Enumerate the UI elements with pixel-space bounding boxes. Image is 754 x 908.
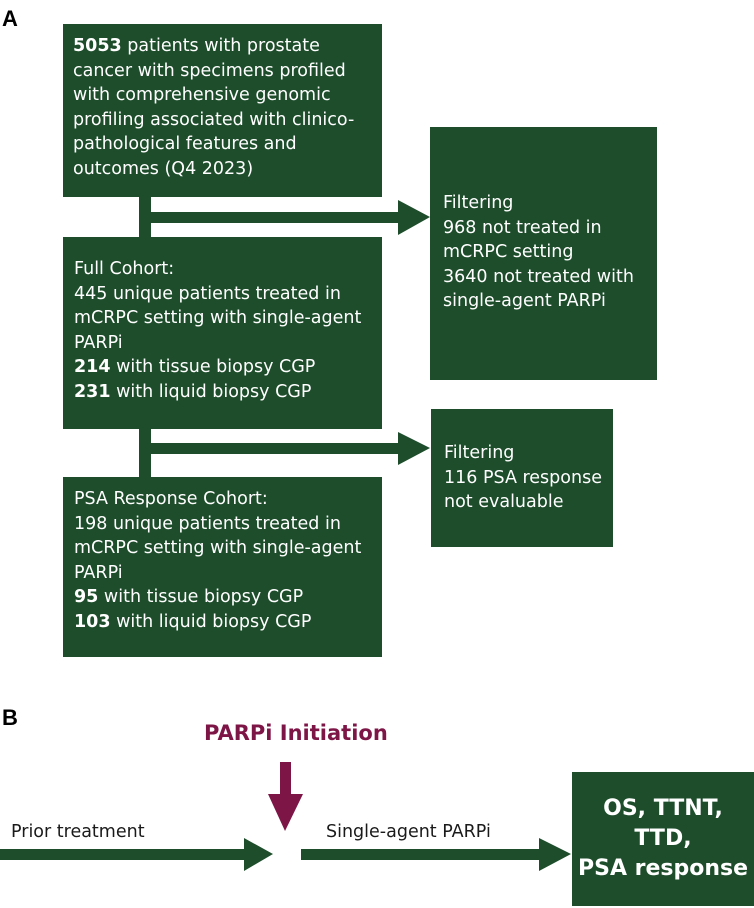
top-cohort-line-2: cancer with specimens profiled (73, 60, 346, 81)
filter-1-line-1: Filtering (443, 193, 514, 213)
filter-2-line-1: Filtering (444, 443, 515, 463)
outcomes-line-1: OS, TTNT, TTD, (603, 796, 723, 851)
initiation-arrow-head (268, 794, 303, 831)
psa-cohort-line-3: mCRPC setting with single-agent (74, 538, 362, 558)
full-cohort-tissue-line: 214 with tissue biopsy CGP (74, 357, 316, 377)
top-cohort-line-1: 5053 patients with prostate (73, 36, 320, 56)
full-cohort-liquid-line: 231 with liquid biopsy CGP (74, 381, 312, 402)
psa-cohort-line-2: 198 unique patients treated in (74, 513, 341, 534)
prior-arrow-shaft (0, 849, 245, 860)
full-cohort-line-2: 445 unique patients treated in (74, 283, 341, 304)
single-agent-arrow-head (539, 838, 571, 871)
psa-cohort-tissue-count: 95 (74, 587, 99, 607)
arrow-shaft-2 (151, 443, 399, 454)
psa-cohort-line-1: PSA Response Cohort: (74, 489, 268, 509)
full-cohort-line-3: mCRPC setting with single-agent (74, 308, 362, 328)
arrow-head-1 (398, 200, 430, 235)
arrow-head-2 (398, 432, 430, 465)
psa-cohort-box: PSA Response Cohort: 198 unique patients… (63, 477, 382, 657)
arrow-shaft-1 (151, 212, 399, 223)
full-cohort-box: Full Cohort: 445 unique patients treated… (63, 237, 382, 429)
panel-a-label: A (2, 6, 18, 31)
filter-1-line-3: mCRPC setting (443, 242, 574, 262)
top-cohort-line-4: profiling associated with clinico- (73, 109, 355, 130)
filter-1-line-4: 3640 not treated with (443, 266, 634, 287)
top-cohort-count: 5053 (73, 36, 122, 56)
filter-1-line-2: 968 not treated in (443, 217, 602, 238)
top-cohort-box: 5053 patients with prostate cancer with … (63, 24, 382, 197)
full-cohort-line-4: PARPi (74, 332, 123, 353)
filter-box-1: Filtering 968 not treated in mCRPC setti… (430, 127, 657, 380)
full-cohort-liquid-count: 231 (74, 381, 111, 402)
filter-box-2: Filtering 116 PSA response not evaluable (431, 409, 613, 547)
prior-treatment-label: Prior treatment (11, 822, 145, 842)
outcomes-box: OS, TTNT, TTD, PSA response (572, 772, 754, 906)
psa-cohort-line-4: PARPi (74, 562, 123, 583)
filter-2-line-3: not evaluable (444, 492, 564, 512)
top-cohort-line-5: pathological features and (73, 134, 297, 154)
psa-cohort-liquid-line: 103 with liquid biopsy CGP (74, 611, 312, 632)
outcomes-line-2: PSA response (577, 856, 749, 881)
top-cohort-line-6: outcomes (Q4 2023) (73, 158, 254, 179)
single-agent-arrow-shaft (301, 849, 541, 860)
full-cohort-tissue-count: 214 (74, 357, 111, 377)
connector-trunk-1 (139, 197, 151, 240)
parpi-initiation-label: PARPi Initiation (204, 721, 388, 745)
full-cohort-line-1: Full Cohort: (74, 259, 175, 279)
psa-cohort-tissue-line: 95 with tissue biopsy CGP (74, 587, 304, 607)
connector-trunk-2 (139, 429, 151, 478)
single-agent-parpi-label: Single-agent PARPi (326, 822, 491, 842)
panel-b-label: B (2, 705, 18, 730)
top-cohort-line-3: with comprehensive genomic (73, 85, 331, 105)
psa-cohort-liquid-count: 103 (74, 611, 111, 632)
filter-1-line-5: single-agent PARPi (443, 291, 606, 311)
filter-2-line-2: 116 PSA response (444, 467, 602, 488)
prior-arrow-head (244, 838, 273, 871)
initiation-arrow-shaft (280, 762, 291, 796)
